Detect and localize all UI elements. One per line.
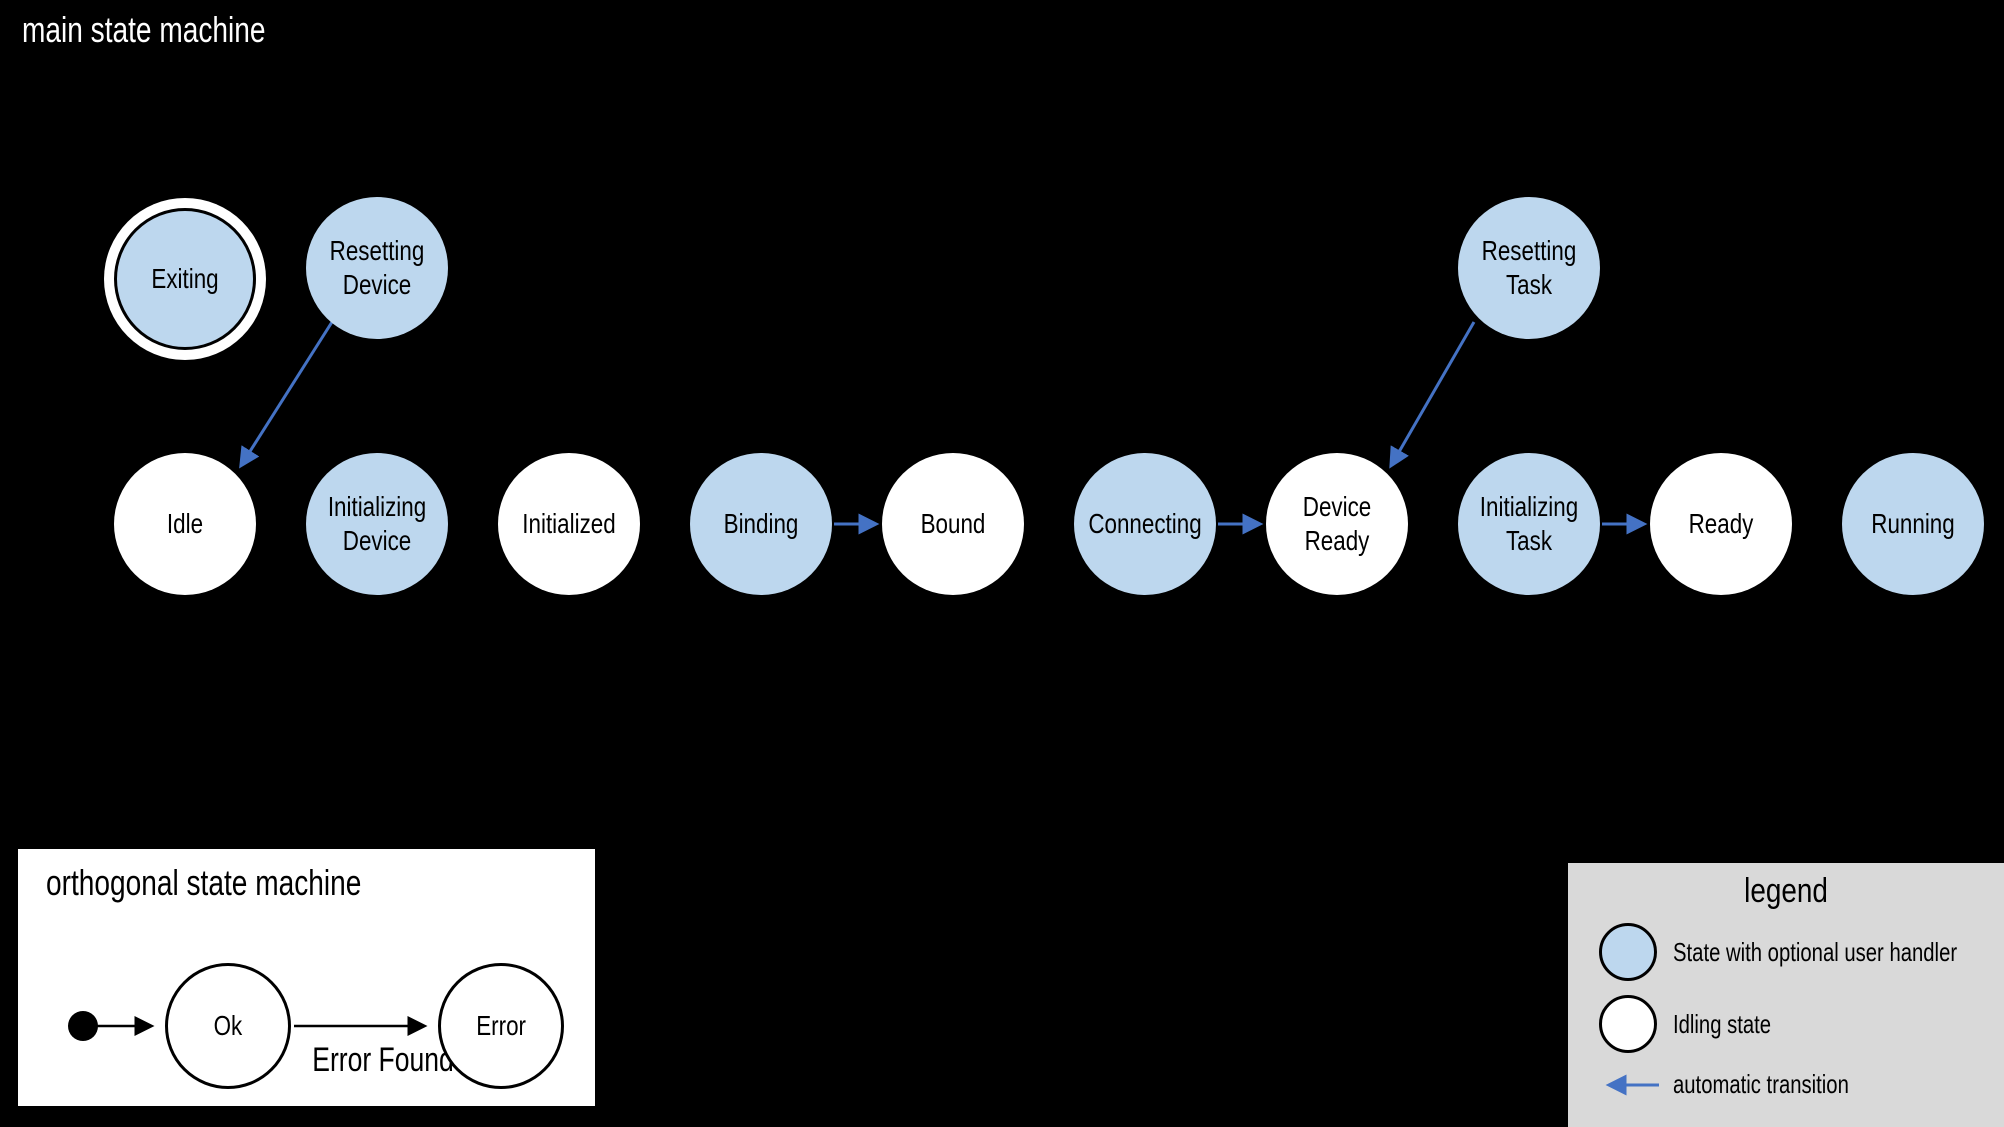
transition-resetting-task-to-device-ready bbox=[1389, 321, 1476, 469]
state-label: Device Ready bbox=[1302, 491, 1372, 556]
transition-resetting-device-to-idle bbox=[239, 321, 334, 469]
legend-handler-state-swatch bbox=[1599, 923, 1657, 981]
state-bound: Bound bbox=[882, 453, 1024, 595]
state-label: Running bbox=[1871, 508, 1955, 540]
legend-item-label: automatic transition bbox=[1673, 1069, 1849, 1099]
state-initializing-task: Initializing Task bbox=[1458, 453, 1600, 595]
state-label: Bound bbox=[920, 508, 986, 540]
state-label: Ready bbox=[1688, 508, 1754, 540]
state-resetting-task: Resetting Task bbox=[1458, 197, 1600, 339]
state-label: Error bbox=[476, 1010, 526, 1041]
state-ready: Ready bbox=[1650, 453, 1792, 595]
state-initialized: Initialized bbox=[498, 453, 640, 595]
state-label: Initialized bbox=[522, 508, 616, 540]
legend-panel: legend State with optional user handler … bbox=[1568, 863, 2004, 1127]
state-binding: Binding bbox=[690, 453, 832, 595]
legend-item-label: Idling state bbox=[1673, 1009, 1772, 1039]
state-initializing-device: Initializing Device bbox=[306, 453, 448, 595]
state-label: Resetting Task bbox=[1481, 235, 1577, 300]
state-label: Exiting bbox=[151, 263, 219, 295]
state-label: Binding bbox=[723, 508, 799, 540]
initial-state-dot bbox=[68, 1011, 98, 1041]
orthogonal-machine-title: orthogonal state machine bbox=[46, 862, 362, 903]
legend-idling-state-swatch bbox=[1599, 995, 1657, 1053]
state-ok: Ok bbox=[165, 963, 291, 1089]
state-label: Ok bbox=[213, 1010, 243, 1041]
state-exiting: Exiting bbox=[114, 208, 256, 350]
state-device-ready: Device Ready bbox=[1266, 453, 1408, 595]
state-label: Idle bbox=[166, 508, 204, 540]
state-connecting: Connecting bbox=[1074, 453, 1216, 595]
legend-title: legend bbox=[1744, 872, 1828, 910]
state-running: Running bbox=[1842, 453, 1984, 595]
state-label: Initializing Task bbox=[1479, 491, 1579, 556]
state-error: Error bbox=[438, 963, 564, 1089]
state-label: Connecting bbox=[1088, 508, 1202, 540]
state-label: Initializing Device bbox=[327, 491, 427, 556]
final-state-ring: Exiting bbox=[104, 198, 266, 360]
state-resetting-device: Resetting Device bbox=[306, 197, 448, 339]
main-machine-title: main state machine bbox=[22, 9, 266, 50]
legend-item-label: State with optional user handler bbox=[1673, 937, 1958, 967]
orthogonal-machine-panel: orthogonal state machine Ok Error Found … bbox=[18, 849, 595, 1106]
state-idle: Idle bbox=[114, 453, 256, 595]
state-label: Resetting Device bbox=[329, 235, 425, 300]
legend-transition-arrow-icon bbox=[1605, 1074, 1659, 1096]
transition-label-error-found: Error Found bbox=[312, 1041, 454, 1079]
